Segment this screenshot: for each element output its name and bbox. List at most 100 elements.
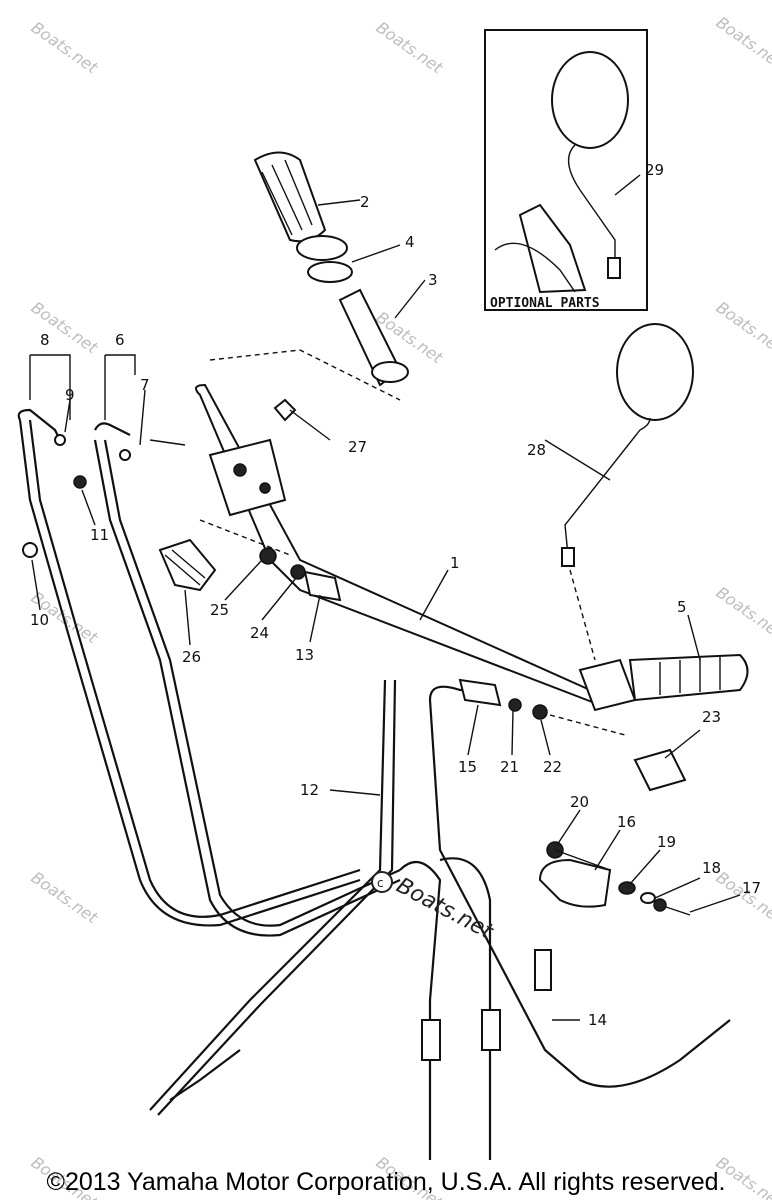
callout-15: 15 bbox=[458, 758, 477, 776]
leader-26 bbox=[184, 589, 191, 646]
cable-6-edge bbox=[103, 439, 401, 927]
leader-7 bbox=[139, 389, 146, 446]
cable-end-6 bbox=[94, 422, 131, 436]
callout-1: 1 bbox=[450, 554, 460, 572]
callout-20: 20 bbox=[570, 793, 589, 811]
center-watermark-text: Boats.net bbox=[392, 873, 498, 945]
leader-20 bbox=[556, 809, 581, 846]
leader-12 bbox=[329, 789, 381, 796]
adjuster-lower-1 bbox=[421, 1019, 441, 1061]
cable-lower-1 bbox=[399, 860, 442, 1160]
optional-parts-box: OPTIONAL PARTS bbox=[484, 29, 648, 311]
bolt-11 bbox=[73, 475, 87, 489]
callout-21: 21 bbox=[500, 758, 519, 776]
callout-16: 16 bbox=[617, 813, 636, 831]
mirror-head-optional bbox=[551, 51, 629, 149]
cable-12-edge bbox=[157, 679, 397, 1116]
leader-lines bbox=[29, 174, 741, 1021]
cable-8-edge bbox=[28, 419, 361, 918]
leader-24 bbox=[261, 577, 297, 621]
leader-16 bbox=[594, 829, 621, 871]
watermark: Boats.net bbox=[28, 298, 102, 358]
nut-24 bbox=[290, 564, 306, 580]
throttle-assembly bbox=[253, 151, 409, 387]
callout-19: 19 bbox=[657, 833, 676, 851]
bolt-17-head bbox=[653, 898, 667, 912]
guide-20 bbox=[554, 849, 611, 871]
watermark: Boats.net bbox=[713, 868, 772, 928]
leader-3 bbox=[394, 279, 426, 319]
leader-8 bbox=[29, 354, 71, 420]
nut-10 bbox=[22, 542, 38, 558]
grip-end-ring bbox=[296, 235, 348, 261]
callout-7: 7 bbox=[140, 376, 150, 394]
leader-2 bbox=[317, 199, 361, 206]
nut-7 bbox=[119, 449, 131, 461]
cable-14-top bbox=[428, 685, 485, 701]
leader-28 bbox=[544, 439, 611, 481]
cable-14 bbox=[428, 699, 731, 1088]
collar-4 bbox=[307, 261, 353, 283]
callout-numbers: 8 6 9 7 11 10 2 4 3 29 27 28 1 5 26 25 2… bbox=[30, 161, 761, 1029]
callout-6: 6 bbox=[115, 331, 125, 349]
switch-23 bbox=[633, 748, 687, 792]
nut-21 bbox=[508, 698, 522, 712]
watermark: Boats.net bbox=[28, 18, 102, 78]
cable-6 bbox=[93, 439, 401, 937]
copyright-circle-icon bbox=[371, 871, 393, 893]
adjuster-14 bbox=[534, 949, 552, 991]
callout-3: 3 bbox=[428, 271, 438, 289]
mirror-stem-optional bbox=[567, 144, 616, 262]
callout-12: 12 bbox=[300, 781, 319, 799]
leader-21 bbox=[511, 709, 514, 756]
screw-guide-26 bbox=[199, 519, 291, 556]
grip-5-texture bbox=[659, 657, 721, 695]
leader-18 bbox=[654, 877, 701, 899]
callout-17: 17 bbox=[742, 879, 761, 897]
holder-bracket bbox=[208, 438, 287, 517]
handlebar-1 bbox=[195, 383, 603, 708]
holder-screw bbox=[233, 463, 247, 477]
callout-23: 23 bbox=[702, 708, 721, 726]
callout-25: 25 bbox=[210, 601, 229, 619]
lever-outline-optional bbox=[494, 242, 576, 293]
cable-12 bbox=[149, 679, 387, 1111]
optional-parts-label: OPTIONAL PARTS bbox=[490, 296, 600, 311]
adjuster-lower-2 bbox=[481, 1009, 501, 1051]
leader-25 bbox=[224, 559, 263, 601]
watermark: Boats.net bbox=[373, 18, 447, 78]
switch-26-detail bbox=[164, 549, 206, 586]
callout-9: 9 bbox=[65, 386, 75, 404]
adjuster-15 bbox=[458, 678, 502, 707]
callout-26: 26 bbox=[182, 648, 201, 666]
callout-13: 13 bbox=[295, 646, 314, 664]
screw-7 bbox=[149, 439, 186, 446]
leader-15 bbox=[467, 704, 479, 756]
switch-26 bbox=[158, 538, 217, 592]
cable-12-end bbox=[169, 1049, 241, 1101]
callout-2: 2 bbox=[360, 193, 370, 211]
callout-14: 14 bbox=[588, 1011, 607, 1029]
callout-22: 22 bbox=[543, 758, 562, 776]
grip-5 bbox=[628, 653, 749, 702]
nut-25 bbox=[259, 547, 277, 565]
callout-5: 5 bbox=[677, 598, 687, 616]
mirror-28-thread bbox=[561, 547, 575, 567]
copyright-notice: ©2013 Yamaha Motor Corporation, U.S.A. A… bbox=[46, 1168, 726, 1196]
leader-13 bbox=[309, 594, 321, 643]
callout-10: 10 bbox=[30, 611, 49, 629]
grip-2 bbox=[253, 151, 327, 243]
callout-24: 24 bbox=[250, 624, 269, 642]
leader-5 bbox=[687, 614, 701, 661]
leader-17 bbox=[689, 894, 741, 913]
leader-22 bbox=[540, 719, 551, 756]
cable-8 bbox=[18, 419, 361, 927]
washer-18 bbox=[640, 892, 656, 904]
leader-9 bbox=[64, 399, 71, 433]
callout-27: 27 bbox=[348, 438, 367, 456]
callout-11: 11 bbox=[90, 526, 109, 544]
leader-6 bbox=[104, 354, 136, 420]
holder-screw bbox=[259, 482, 271, 494]
tube-flange bbox=[371, 361, 409, 383]
